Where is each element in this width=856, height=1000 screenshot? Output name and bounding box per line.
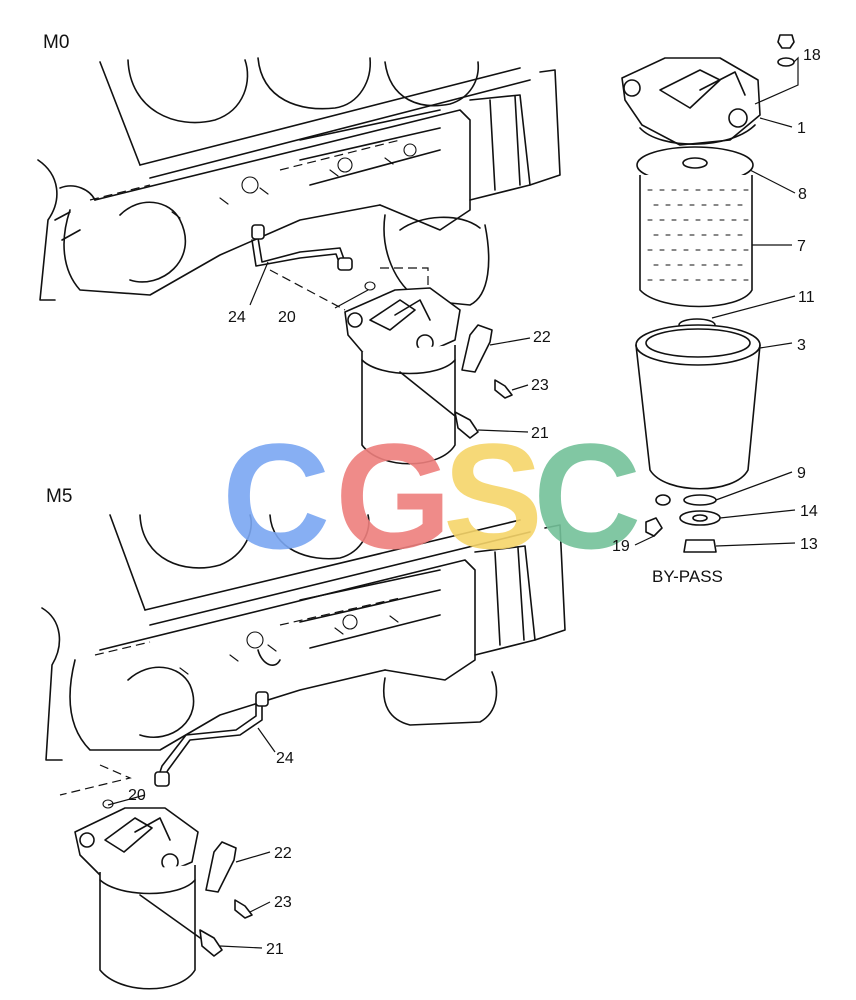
- watermark-letter-g: G: [335, 412, 452, 580]
- callout-19: 19: [612, 538, 630, 555]
- callout-18: 18: [803, 47, 821, 64]
- m0-oil-filter: [344, 281, 513, 465]
- callout-m0-20: 20: [278, 309, 296, 326]
- callouts-m0: 24 20 22 23 21: [228, 309, 551, 442]
- m5-oil-filter: [74, 799, 253, 990]
- watermark-letter-c1: C: [222, 412, 330, 580]
- callouts-exploded: 18 1 8 7 11 3 9 14 19 13: [612, 47, 821, 555]
- callout-11: 11: [798, 289, 815, 306]
- watermark-letter-c2: C: [533, 412, 641, 580]
- callout-8: 8: [798, 186, 807, 203]
- callout-m0-21: 21: [531, 425, 549, 442]
- bypass-filter-exploded: [621, 34, 795, 553]
- m5-engine-block: [41, 514, 566, 796]
- callout-1: 1: [797, 120, 806, 137]
- watermark-letter-s: S: [443, 412, 543, 580]
- leader-lines: [107, 56, 799, 949]
- callout-m0-23: 23: [531, 377, 549, 394]
- m0-engine-block: [37, 57, 561, 306]
- callout-m5-20: 20: [128, 787, 146, 804]
- callouts-m5: 20 24 22 23 21: [128, 750, 294, 958]
- callout-13: 13: [800, 536, 818, 553]
- callout-m5-21: 21: [266, 941, 284, 958]
- callout-7: 7: [797, 238, 806, 255]
- callout-9: 9: [797, 465, 806, 482]
- watermark: C G S C: [222, 412, 641, 580]
- callout-m5-23: 23: [274, 894, 292, 911]
- m0-oil-pipe: [251, 224, 429, 311]
- callout-m0-24: 24: [228, 309, 246, 326]
- bypass-label: BY-PASS: [652, 567, 723, 586]
- callout-m0-22: 22: [533, 329, 551, 346]
- m5-oil-pipe: [154, 691, 269, 787]
- element-perforation: [647, 189, 749, 281]
- callout-m5-24: 24: [276, 750, 294, 767]
- section-title-m0: M0: [43, 32, 69, 53]
- callout-m5-22: 22: [274, 845, 292, 862]
- section-title-m5: M5: [46, 486, 72, 507]
- callout-3: 3: [797, 337, 806, 354]
- callout-14: 14: [800, 503, 818, 520]
